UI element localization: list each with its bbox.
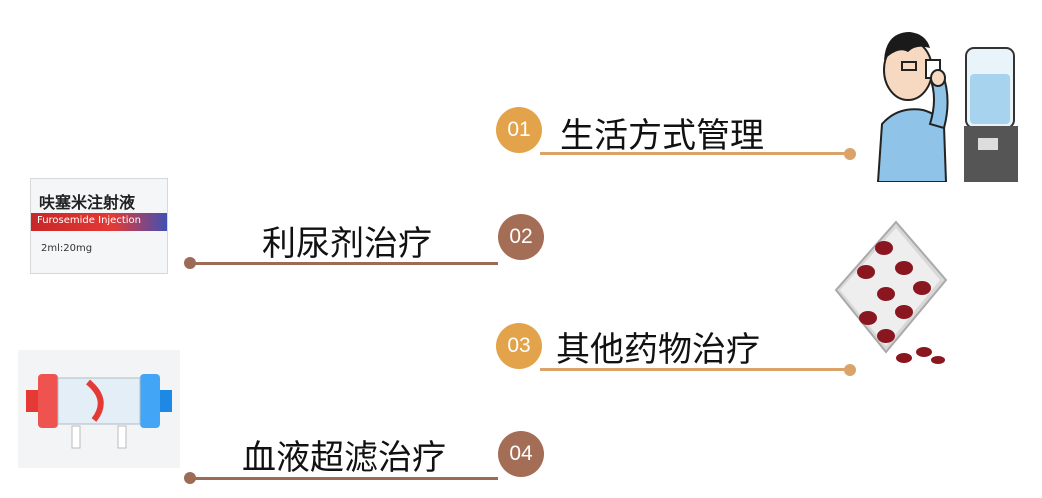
connector-dot-02: [184, 257, 196, 269]
connector-dot-03: [844, 364, 856, 376]
number-badge-04: 04: [498, 431, 544, 477]
blister-pack-illustration: [834, 220, 948, 364]
number-badge-03: 03: [496, 323, 542, 369]
connector-line-02: [190, 262, 498, 265]
number-badge-02: 02: [498, 214, 544, 260]
box-title: 呋塞米注射液: [39, 193, 136, 212]
ultrafiltration-filter-illustration: [18, 350, 180, 468]
item-label-diuretic: 利尿剂治疗: [262, 224, 432, 264]
item-label-ultrafiltration: 血液超滤治疗: [242, 438, 446, 478]
box-subtitle: Furosemide Injection: [37, 215, 141, 226]
connector-dot-01: [844, 148, 856, 160]
box-dose: 2ml:20mg: [41, 243, 93, 254]
connector-line-01: [540, 152, 850, 155]
connector-line-04: [190, 477, 498, 480]
item-label-lifestyle: 生活方式管理: [560, 116, 764, 156]
connector-dot-04: [184, 472, 196, 484]
box-band: Furosemide Injection: [31, 213, 167, 231]
drinking-water-illustration: [876, 32, 1018, 182]
item-label-other-drugs: 其他药物治疗: [556, 330, 760, 370]
number-badge-01: 01: [496, 107, 542, 153]
furosemide-box-image: 呋塞米注射液 Furosemide Injection 2ml:20mg: [30, 178, 168, 274]
connector-line-03: [540, 368, 850, 371]
